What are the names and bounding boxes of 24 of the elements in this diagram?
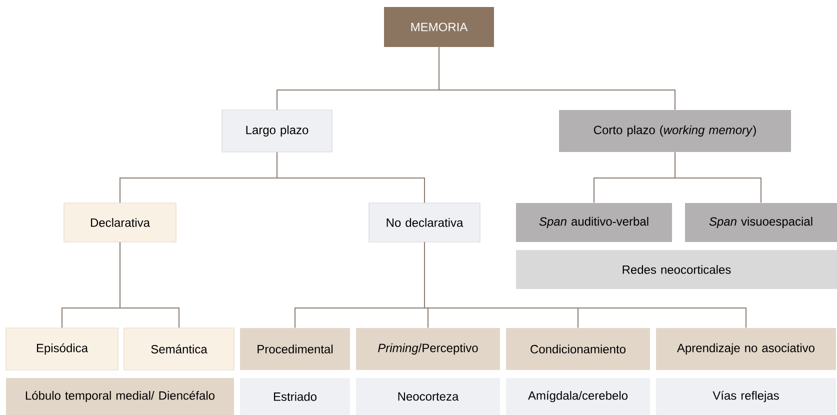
connector-line [276,152,425,204]
category-box: Semántica [124,328,234,370]
category-box: Episódica [6,328,118,370]
region-box: Neocorteza [356,378,500,415]
connector-line [438,46,676,110]
category-box: Priming/Perceptivo [356,328,500,370]
category-box: Aprendizaje no asociativo [656,328,836,370]
connector-line [674,152,762,204]
region-box: Redes neocorticales [516,250,837,289]
category-box: Declarativa [64,202,176,242]
category-box: Lóbulo temporal medial/ Diencéfalo [6,378,234,415]
region-box: Vías reflejas [656,378,836,415]
region-box: Estriado [240,378,350,415]
category-box: Corto plazo (working memory) [559,110,791,152]
category-box: Span visuoespacial [685,203,837,242]
category-box: Largo plazo [222,110,332,152]
title-box: MEMORIA [384,7,494,47]
category-box: Condicionamiento [506,328,650,370]
category-box: No declarativa [368,202,480,242]
region-box: Amígdala/cerebelo [506,378,650,415]
connector-line [424,242,746,328]
connector-line [120,242,180,328]
category-box: Span auditivo-verbal [516,203,672,242]
category-box: Procedimental [240,328,350,370]
